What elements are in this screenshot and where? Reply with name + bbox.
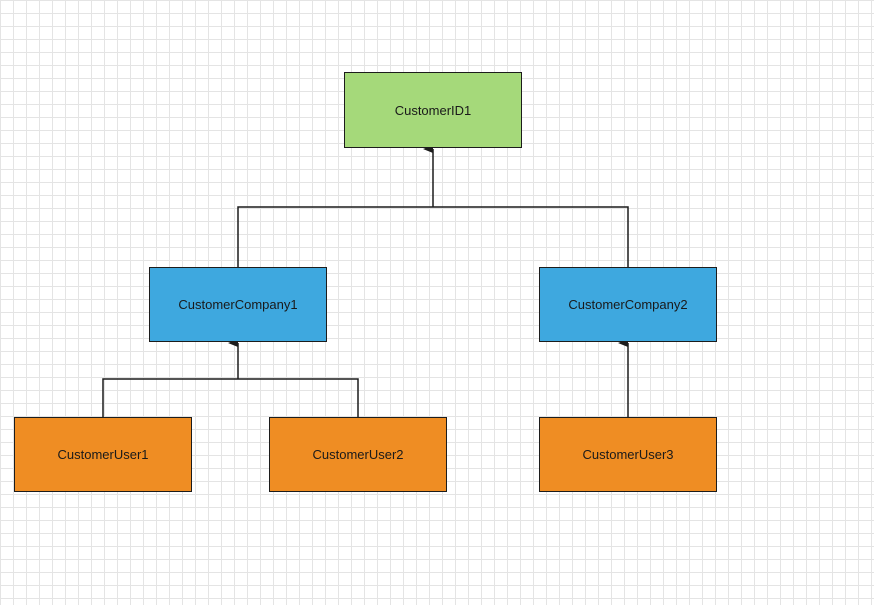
node-label: CustomerCompany1 <box>178 297 298 312</box>
node-customeruser1[interactable]: CustomerUser1 <box>14 417 192 492</box>
node-label: CustomerCompany2 <box>568 297 688 312</box>
node-label: CustomerID1 <box>394 102 472 118</box>
node-label: CustomerUser3 <box>582 447 674 462</box>
node-customerid1[interactable]: CustomerID1 <box>344 72 522 148</box>
node-customeruser3[interactable]: CustomerUser3 <box>539 417 717 492</box>
node-label: CustomerUser2 <box>312 447 404 462</box>
node-customercompany2[interactable]: CustomerCompany2 <box>539 267 717 342</box>
edge-users-to-company1 <box>102 378 359 417</box>
node-customeruser2[interactable]: CustomerUser2 <box>269 417 447 492</box>
node-label: CustomerUser1 <box>57 447 149 462</box>
node-customercompany1[interactable]: CustomerCompany1 <box>149 267 327 342</box>
